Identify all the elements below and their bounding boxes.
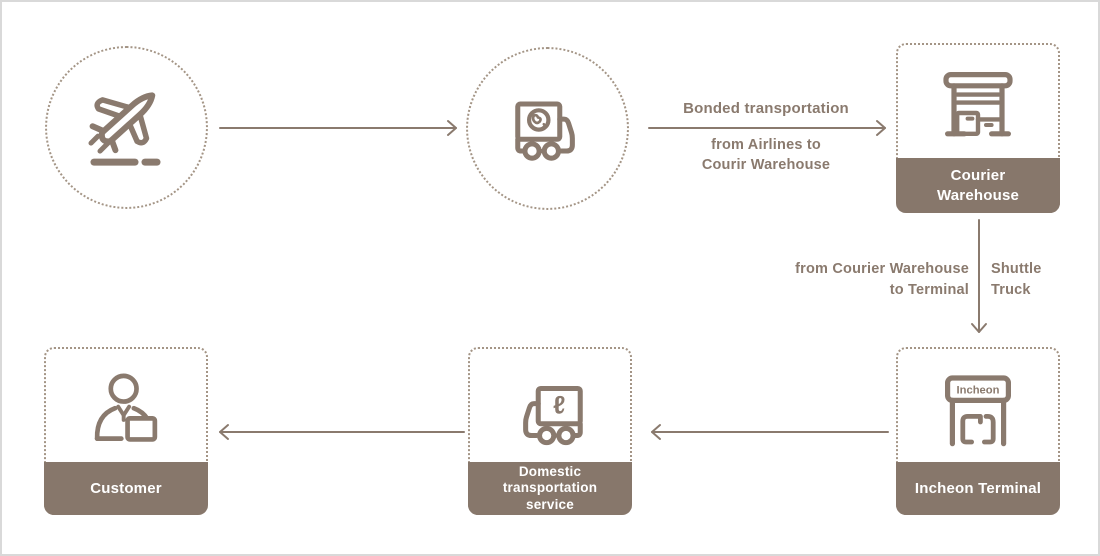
warehouse-to-terminal-label: from Courier Warehouse to Terminal xyxy=(795,261,969,298)
airplane-takeoff-icon xyxy=(88,91,160,166)
domestic-transport-label: Domestic transportation service xyxy=(468,462,632,515)
terminal-gate-icon: Incheon xyxy=(938,373,1018,452)
customer-card: Customer xyxy=(44,347,208,515)
incheon-terminal-label: Incheon Terminal xyxy=(896,462,1060,515)
incheon-terminal-card: Incheon Incheon Terminal xyxy=(896,347,1060,515)
warehouse-icon xyxy=(938,65,1018,150)
arrow-airlines-to-truck xyxy=(219,120,457,136)
arrow-domestic-to-customer xyxy=(219,424,465,440)
airlines-node xyxy=(45,46,208,209)
domestic-transport-card: ℓ Domestic transportation service xyxy=(468,347,632,515)
courier-warehouse-card: Courier Warehouse xyxy=(896,43,1060,213)
arrow-truck-to-warehouse xyxy=(648,120,886,136)
truck-logo-mark: ℓ xyxy=(553,392,565,420)
international-delivery-truck-icon xyxy=(514,100,575,161)
courier-warehouse-label: Courier Warehouse xyxy=(896,158,1060,213)
arrow-terminal-to-domestic xyxy=(651,424,889,440)
delivery-truck-icon: ℓ xyxy=(508,375,592,454)
customer-label: Customer xyxy=(44,462,208,515)
terminal-sign-text: Incheon xyxy=(957,385,1000,397)
arrow-warehouse-to-terminal xyxy=(971,219,987,333)
bonded-truck-node xyxy=(466,47,629,210)
airlines-to-warehouse-label: from Airlines to Courir Warehouse xyxy=(701,137,831,173)
customer-icon xyxy=(87,371,165,452)
bonded-transportation-label: Bonded transportation xyxy=(683,100,849,117)
shuttle-truck-label: Shuttle Truck xyxy=(991,261,1042,298)
